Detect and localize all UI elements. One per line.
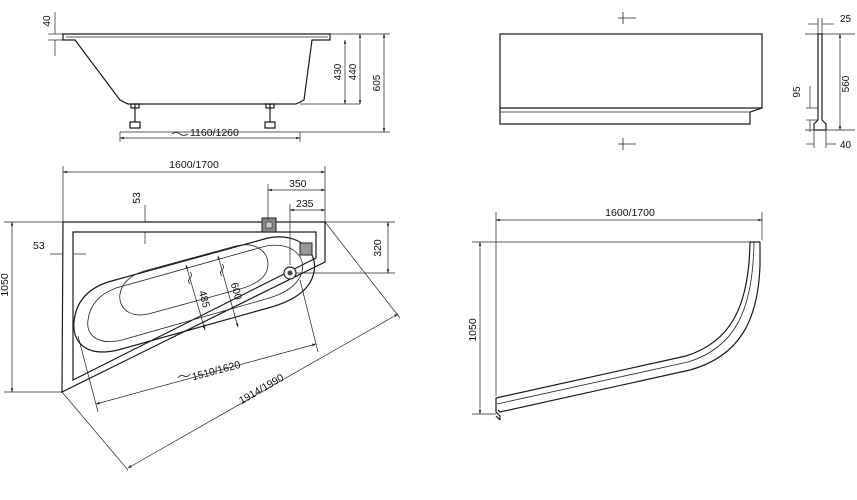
- bathtub-rim: [72, 231, 317, 381]
- inner-width-max-label: 600: [228, 281, 244, 301]
- panel-profile: [813, 33, 827, 131]
- overall-length-label: 1600/1700: [169, 159, 219, 171]
- overall-width-label: 1050: [0, 273, 11, 297]
- top-view: 1600/1700 350 235 53 53 320 1050 485 600: [0, 159, 401, 471]
- diagonal-length-label: 1914/1990: [237, 372, 286, 407]
- panel-curve-outer: [497, 242, 761, 413]
- inner-depth-label: 430: [333, 63, 344, 80]
- control-fitting: [299, 242, 313, 256]
- panel-length-label: 1600/1700: [605, 207, 655, 219]
- panel-section-view: 560 25 95 40: [792, 14, 855, 151]
- side-view: 40 430 440 605 1160/1260: [42, 12, 390, 142]
- rim-thickness-label: 40: [42, 15, 53, 27]
- front-panel-body: [499, 33, 763, 125]
- inner-length-label: 1510/1620: [191, 359, 242, 383]
- basin-inner: [87, 244, 304, 342]
- panel-curve-mid: [496, 241, 755, 405]
- depth-with-rim-label: 440: [348, 63, 359, 80]
- panel-height-label: 560: [841, 75, 852, 92]
- overflow-offset-x-label: 235: [296, 198, 314, 210]
- total-height-label: 605: [372, 74, 383, 91]
- panel-base-label: 40: [840, 140, 852, 151]
- drain-offset-x-label: 350: [289, 178, 307, 190]
- bathtub-outline: [61, 221, 326, 393]
- inner-width-min-label: 485: [196, 289, 212, 309]
- offset-top-label: 53: [131, 192, 143, 204]
- front-panel-view: [499, 12, 763, 150]
- panel-curve-inner: [495, 241, 751, 420]
- offset-left-label: 53: [33, 240, 45, 252]
- legs: [129, 103, 276, 129]
- panel-depth-label: 1050: [467, 318, 479, 342]
- basin-floor: [119, 244, 269, 316]
- lip-height-label: 95: [792, 86, 803, 98]
- panel-top-view: 1600/1700 1050: [467, 207, 763, 421]
- panel-thickness-label: 25: [840, 14, 852, 25]
- leg-span-label: 1160/1260: [190, 127, 239, 139]
- bathtub-side-profile: [62, 33, 331, 105]
- drain-offset-y-label: 320: [372, 239, 384, 257]
